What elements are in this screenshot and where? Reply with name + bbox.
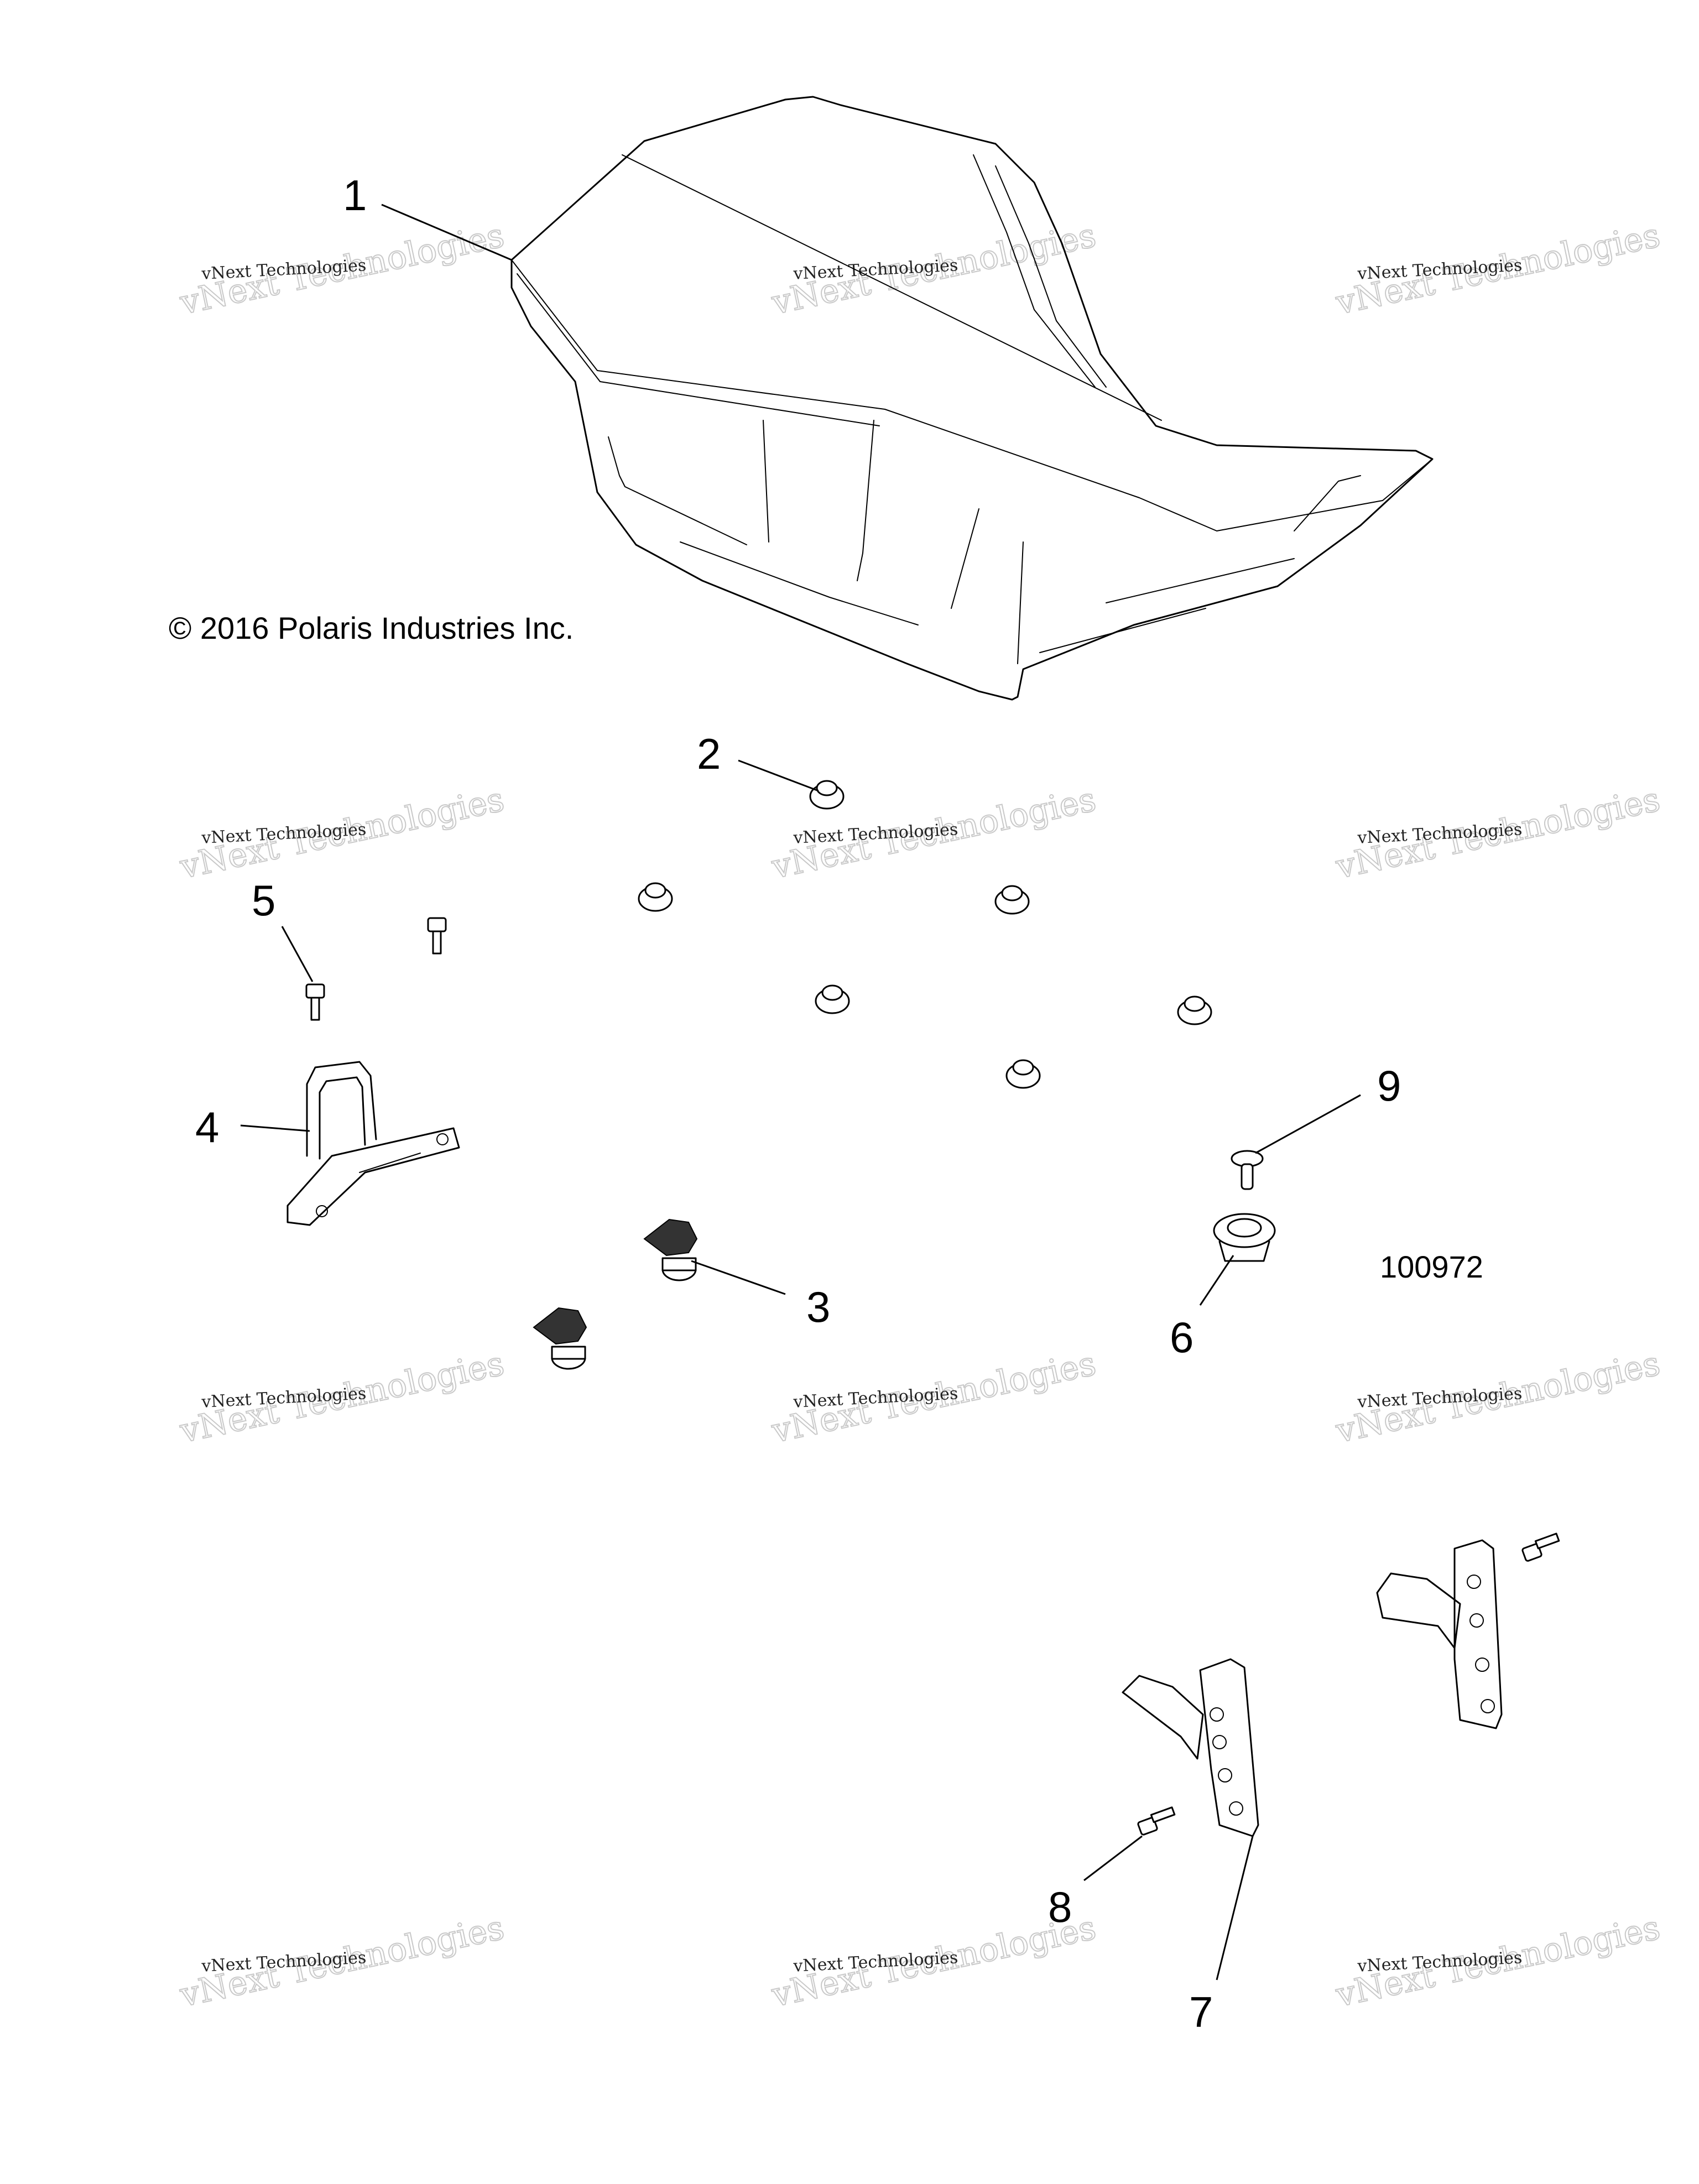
callout-6: 6	[1170, 1313, 1194, 1362]
bolt-part[interactable]	[427, 917, 447, 955]
copyright-notice: © 2016 Polaris Industries Inc.	[169, 611, 574, 645]
watermark: vNext Technologies vNext Technologies	[176, 216, 508, 324]
callout-4: 4	[195, 1103, 219, 1151]
bolt-part[interactable]	[1521, 1533, 1560, 1562]
nut-part[interactable]	[815, 984, 850, 1014]
callout-3: 3	[806, 1283, 830, 1331]
watermarks: vNext Technologies vNext Technologies vN…	[176, 216, 1664, 2016]
push-pin-part[interactable]	[1231, 1150, 1264, 1190]
callout-8: 8	[1048, 1883, 1072, 1931]
leader-line-8	[1083, 1835, 1143, 1881]
nut-part[interactable]	[994, 885, 1030, 915]
watermark: vNext Technologies vNext Technologies	[1332, 1344, 1664, 1452]
leader-line-5	[281, 926, 314, 982]
nut-part[interactable]	[1177, 995, 1212, 1025]
watermark: vNext Technologies vNext Technologies	[176, 1344, 508, 1452]
leader-line-4	[240, 1124, 310, 1132]
watermark: vNext Technologies vNext Technologies	[1332, 780, 1664, 888]
leader-line-6	[1199, 1255, 1234, 1306]
seat-part[interactable]	[510, 96, 1434, 701]
callout-2: 2	[697, 729, 721, 778]
clip-part[interactable]	[533, 1307, 587, 1370]
watermark: vNext Technologies vNext Technologies	[1332, 216, 1664, 324]
watermark: vNext Technologies vNext Technologies	[176, 780, 508, 888]
clip-part[interactable]	[643, 1218, 698, 1281]
leader-line-9	[1255, 1094, 1361, 1154]
grommet-part[interactable]	[1213, 1213, 1276, 1262]
bracket-part[interactable]	[286, 1061, 460, 1226]
watermark: vNext Technologies vNext Technologies	[768, 216, 1100, 324]
leader-line-2	[738, 759, 819, 792]
callout-7: 7	[1189, 1988, 1213, 2036]
figure-number: 100972	[1380, 1249, 1483, 1284]
bolt-part[interactable]	[1137, 1806, 1176, 1836]
hinge-bracket-part[interactable]	[1376, 1539, 1503, 1729]
leader-line-7	[1216, 1836, 1254, 1980]
nut-part[interactable]	[638, 882, 673, 912]
nut-part[interactable]	[1005, 1059, 1041, 1089]
hinge-bracket-part[interactable]	[1122, 1658, 1259, 1837]
leader-lines	[240, 204, 1361, 1980]
leader-line-3	[691, 1260, 786, 1295]
watermark: vNext Technologies vNext Technologies	[768, 1344, 1100, 1452]
watermark: vNext Technologies vNext Technologies	[1332, 1908, 1664, 2016]
callout-9: 9	[1377, 1061, 1401, 1110]
leader-line-1	[381, 204, 512, 261]
callout-1: 1	[343, 171, 367, 220]
nut-part[interactable]	[809, 780, 845, 810]
callout-5: 5	[252, 876, 275, 925]
bolt-part[interactable]	[305, 983, 325, 1021]
watermark: vNext Technologies vNext Technologies	[176, 1908, 508, 2016]
